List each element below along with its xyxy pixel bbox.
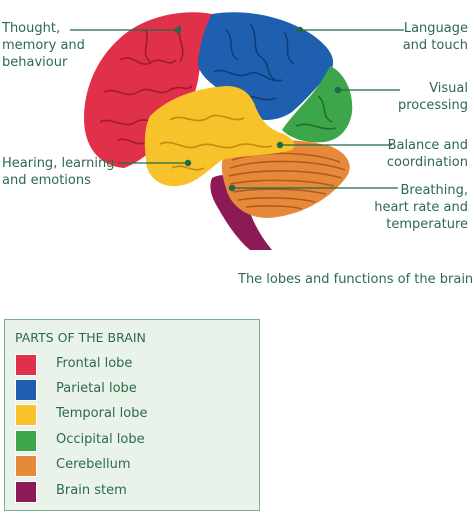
legend-item-frontal: Frontal lobe: [15, 354, 255, 376]
label-hearing: Hearing, learning and emotions: [2, 156, 115, 188]
label-visual: Visual processing: [397, 81, 468, 113]
legend-label: Occipital lobe: [56, 432, 145, 447]
legend-box: PARTS OF THE BRAIN Frontal lobe Parietal…: [4, 319, 260, 511]
brain-stem: [210, 175, 272, 250]
legend-swatch: [15, 404, 37, 426]
legend-label: Temporal lobe: [56, 406, 148, 421]
label-language: Language and touch: [402, 21, 468, 53]
occipital-lobe: [282, 66, 353, 143]
legend-item-brain-stem: Brain stem: [15, 481, 255, 503]
legend-item-occipital: Occipital lobe: [15, 430, 255, 452]
legend-swatch: [15, 379, 37, 401]
legend-item-cerebellum: Cerebellum: [15, 455, 255, 477]
legend-label: Frontal lobe: [56, 356, 133, 371]
legend-title: PARTS OF THE BRAIN: [15, 330, 146, 345]
cerebellum: [221, 139, 350, 218]
label-thought: Thought, memory and behaviour: [2, 21, 85, 70]
brain-diagram: [70, 12, 404, 250]
legend-label: Brain stem: [56, 483, 127, 498]
legend-swatch: [15, 455, 37, 477]
label-balance: Balance and coordination: [386, 138, 468, 170]
legend-label: Parietal lobe: [56, 381, 137, 396]
legend-swatch: [15, 354, 37, 376]
legend-label: Cerebellum: [56, 457, 131, 472]
legend-swatch: [15, 430, 37, 452]
temporal-lobe: [144, 86, 295, 187]
label-breathing: Breathing, heart rate and temperature: [374, 183, 468, 232]
legend-swatch: [15, 481, 37, 503]
legend-item-temporal: Temporal lobe: [15, 404, 255, 426]
legend-item-parietal: Parietal lobe: [15, 379, 255, 401]
diagram-caption: The lobes and functions of the brain: [238, 272, 474, 287]
